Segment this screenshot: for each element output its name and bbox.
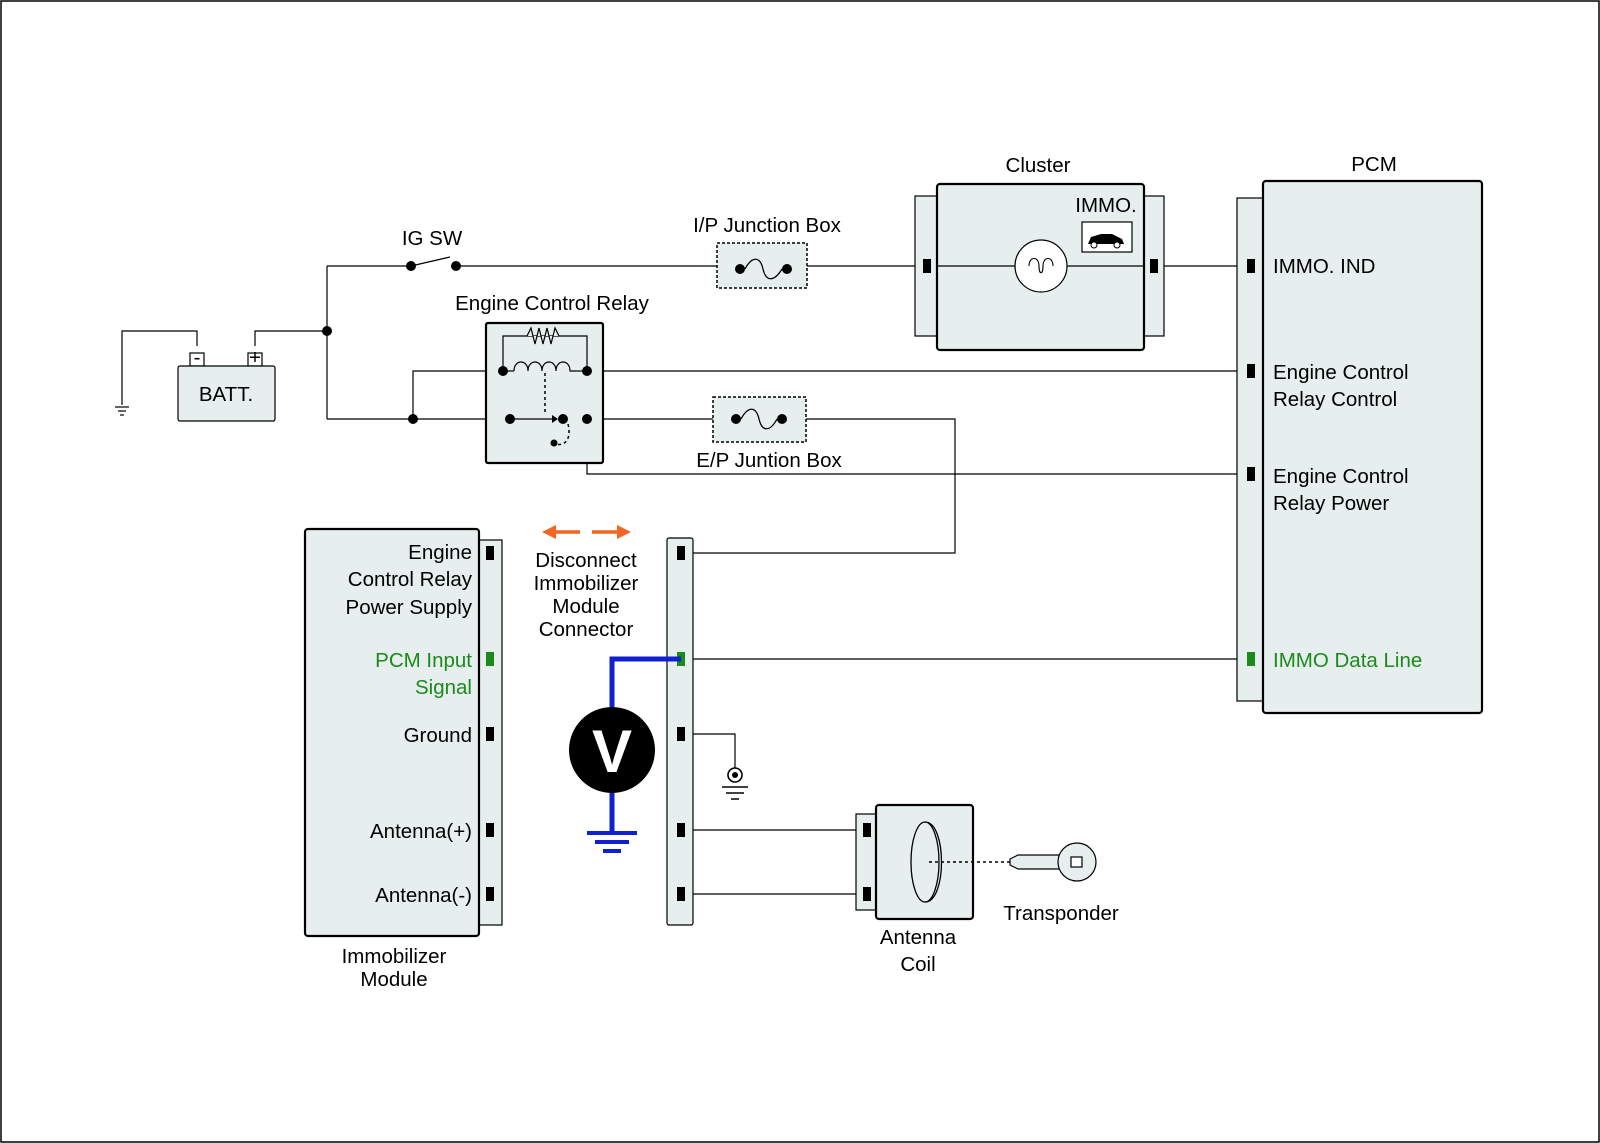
- pcm-pin-ecr-control-line2: Relay Control: [1273, 388, 1397, 411]
- engine-control-relay-label: Engine Control Relay: [455, 292, 649, 315]
- pcm-pin-ecr-power-line1: Engine Control: [1273, 465, 1409, 488]
- immobilizer-module-label-line1: Immobilizer: [342, 945, 447, 968]
- svg-text:Disconnect: Disconnect: [535, 549, 637, 572]
- module-pin-ecr-supply-line3: Power Supply: [346, 596, 473, 619]
- immobilizer-module-label-line2: Module: [360, 968, 427, 991]
- fuse-symbol-ip: [744, 258, 783, 280]
- wire-relay-power: [586, 419, 1251, 475]
- pcm: PCM IMMO. IND Engine Control Relay Contr…: [1236, 153, 1484, 715]
- relay-resistor-icon: [526, 326, 560, 345]
- pcm-pin-immo-ind: IMMO. IND: [1273, 255, 1376, 278]
- wire-relay-coil-feed: [412, 370, 503, 419]
- voltmeter-label: V: [592, 718, 632, 785]
- transponder-key-icon: [1009, 842, 1097, 882]
- cluster-label: Cluster: [1006, 154, 1071, 177]
- wire-module-ground: [681, 733, 736, 768]
- cluster: Cluster IMMO.: [914, 154, 1165, 352]
- battery-plus-label: +: [249, 346, 261, 369]
- pcm-label: PCM: [1351, 153, 1397, 176]
- junction-dots: [322, 261, 461, 424]
- module-pin-ecr-supply-line2: Control Relay: [348, 568, 473, 591]
- module-pin-ground: Ground: [404, 724, 472, 747]
- meter-positive-lead: [609, 656, 681, 708]
- wire-ep-box-to-module: [681, 418, 956, 554]
- ip-junction-box-label: I/P Junction Box: [693, 214, 842, 237]
- ground-symbol-module: [722, 767, 748, 800]
- ground-symbol-battery: [115, 406, 129, 416]
- module-pin-pcm-input-line1: PCM Input: [375, 649, 472, 672]
- transponder-label: Transponder: [1003, 902, 1119, 925]
- battery-minus-label: -: [194, 346, 201, 369]
- indicator-lamp-icon: [1014, 239, 1068, 293]
- ig-sw-blade: [410, 256, 451, 267]
- harness-connector: [666, 537, 694, 926]
- svg-text:Immobilizer: Immobilizer: [534, 572, 639, 595]
- module-pin-antenna-minus: Antenna(-): [375, 884, 472, 907]
- battery-label: BATT.: [199, 383, 253, 406]
- battery-ground-wire: [121, 330, 198, 405]
- ep-junction-box: E/P Juntion Box: [696, 396, 842, 472]
- ig-sw-label: IG SW: [402, 227, 463, 250]
- antenna-coil-label-line1: Antenna: [880, 926, 957, 949]
- immobilizer-module: Engine Control Relay Power Supply PCM In…: [303, 527, 503, 991]
- battery: - + BATT.: [177, 346, 276, 422]
- svg-text:Module: Module: [552, 595, 619, 618]
- antenna-coil: Antenna Coil: [855, 803, 1010, 976]
- voltmeter-icon: [569, 707, 655, 793]
- ep-junction-box-label: E/P Juntion Box: [696, 449, 842, 472]
- engine-control-relay: Engine Control Relay: [455, 292, 650, 465]
- pcm-pin-ecr-power-line2: Relay Power: [1273, 492, 1389, 515]
- battery-positive-wire: [254, 330, 327, 346]
- module-pin-pcm-input-line2: Signal: [415, 676, 472, 699]
- voltmeter: V: [569, 656, 681, 853]
- module-pin-antenna-plus: Antenna(+): [370, 820, 472, 843]
- disconnect-instruction: Disconnect Immobilizer Module Connector: [534, 549, 639, 641]
- antenna-coil-label-line2: Coil: [900, 953, 935, 976]
- pcm-pin-ecr-control-line1: Engine Control: [1273, 361, 1409, 384]
- relay-coil-icon: [513, 361, 576, 372]
- immo-label: IMMO.: [1075, 194, 1137, 217]
- ip-junction-box: I/P Junction Box: [693, 214, 842, 289]
- module-pin-ecr-supply-line1: Engine: [408, 541, 472, 564]
- pcm-pin-immo-data-line: IMMO Data Line: [1273, 649, 1422, 672]
- fuse-symbol-ep: [740, 408, 778, 430]
- disconnect-arrows: [542, 525, 631, 539]
- svg-text:Connector: Connector: [539, 618, 634, 641]
